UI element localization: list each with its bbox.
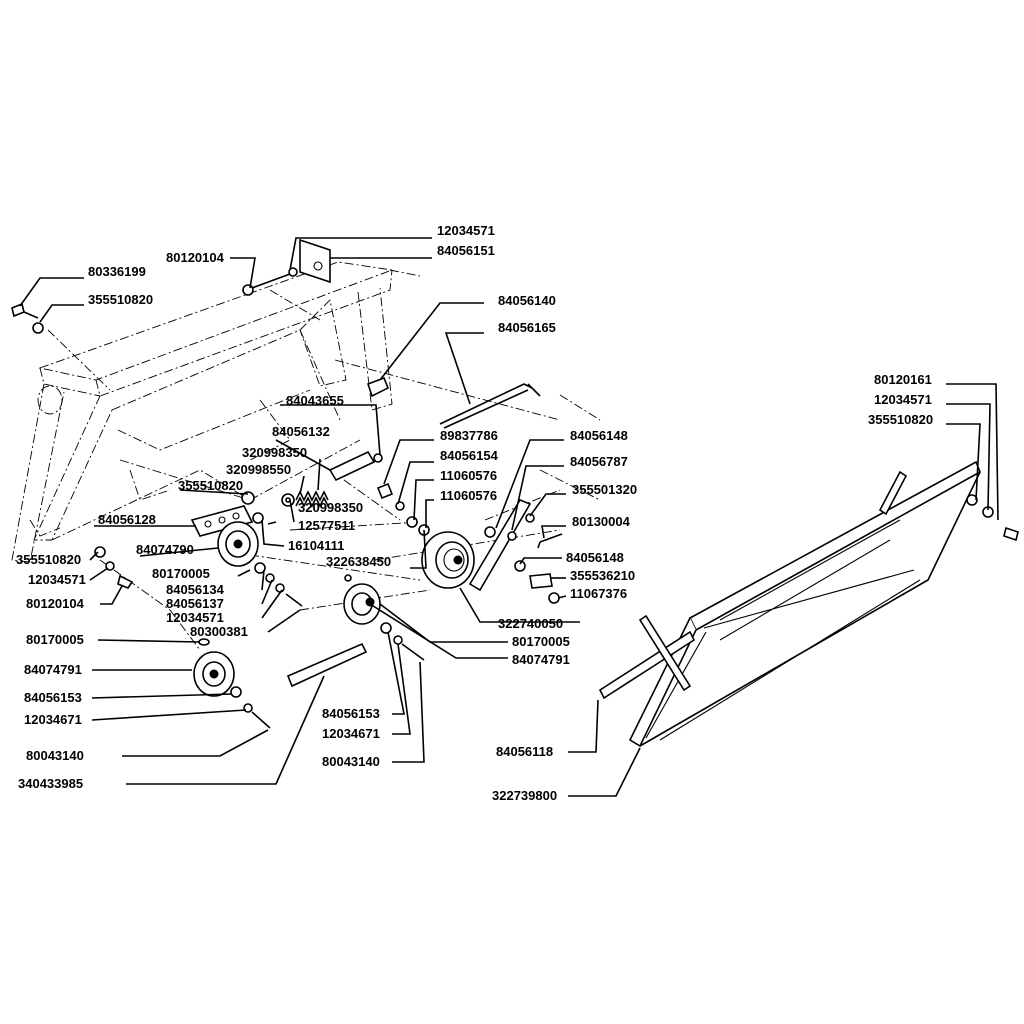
- label-355510820-top: 355510820: [88, 292, 153, 307]
- label-80120161: 80120161: [874, 372, 932, 387]
- label-12034671-mid: 12034671: [322, 726, 380, 741]
- label-12034571-right: 12034571: [874, 392, 932, 407]
- label-84056165: 84056165: [498, 320, 556, 335]
- label-80300381: 80300381: [190, 624, 248, 639]
- label-84056148-lower: 84056148: [566, 550, 624, 565]
- label-340433985: 340433985: [18, 776, 83, 791]
- label-12034571-top: 12034571: [437, 223, 495, 238]
- label-11060576-lower: 11060576: [440, 488, 497, 503]
- label-84043655: 84043655: [286, 393, 344, 408]
- label-84056132: 84056132: [272, 424, 330, 439]
- label-80043140-mid: 80043140: [322, 754, 380, 769]
- part-labels: 12034571 80120104 84056151 80336199 3555…: [16, 223, 933, 803]
- hardware-parts: [11, 238, 563, 729]
- label-80120104-left: 80120104: [26, 596, 85, 611]
- label-84056137: 84056137: [166, 596, 224, 611]
- leader-lines: [19, 237, 999, 797]
- label-84056140: 84056140: [498, 293, 556, 308]
- label-355510820-left: 355510820: [16, 552, 81, 567]
- label-84056148-upper: 84056148: [570, 428, 628, 443]
- label-80043140-left: 80043140: [26, 748, 84, 763]
- label-80170005-left: 80170005: [26, 632, 84, 647]
- label-322739800: 322739800: [492, 788, 557, 803]
- label-320998550: 320998550: [226, 462, 291, 477]
- label-84074791-right: 84074791: [512, 652, 570, 667]
- label-80120104-top: 80120104: [166, 250, 225, 265]
- label-11060576-upper: 11060576: [440, 468, 497, 483]
- label-84056118: 84056118: [496, 744, 553, 759]
- label-80336199: 80336199: [88, 264, 146, 279]
- label-355510820-right: 355510820: [868, 412, 933, 427]
- label-89837786: 89837786: [440, 428, 498, 443]
- label-320998350-upper: 320998350: [242, 445, 307, 460]
- label-84056128: 84056128: [98, 512, 156, 527]
- label-84056787: 84056787: [570, 454, 628, 469]
- label-80170005-mid: 80170005: [152, 566, 210, 581]
- guard-panel: [598, 460, 1019, 748]
- label-322638450: 322638450: [326, 554, 391, 569]
- label-84074790: 84074790: [136, 542, 194, 557]
- label-84056151: 84056151: [437, 243, 495, 258]
- label-322740050: 322740050: [498, 616, 563, 631]
- label-84056134: 84056134: [166, 582, 225, 597]
- label-84056153-mid: 84056153: [322, 706, 380, 721]
- label-84056153-left: 84056153: [24, 690, 82, 705]
- label-320998350-lower: 320998350: [298, 500, 363, 515]
- label-12577511: 12577511: [298, 518, 355, 533]
- label-84074791-left: 84074791: [24, 662, 82, 677]
- label-80130004: 80130004: [572, 514, 631, 529]
- label-355501320: 355501320: [572, 482, 637, 497]
- label-12034671-left: 12034671: [24, 712, 82, 727]
- label-16104111: 16104111: [288, 538, 344, 553]
- label-12034571-mid: 12034571: [166, 610, 224, 625]
- label-84056154: 84056154: [440, 448, 499, 463]
- label-11067376: 11067376: [570, 586, 627, 601]
- label-355536210: 355536210: [570, 568, 635, 583]
- label-355510820-mid: 355510820: [178, 478, 243, 493]
- label-12034571-left: 12034571: [28, 572, 86, 587]
- label-80170005-right: 80170005: [512, 634, 570, 649]
